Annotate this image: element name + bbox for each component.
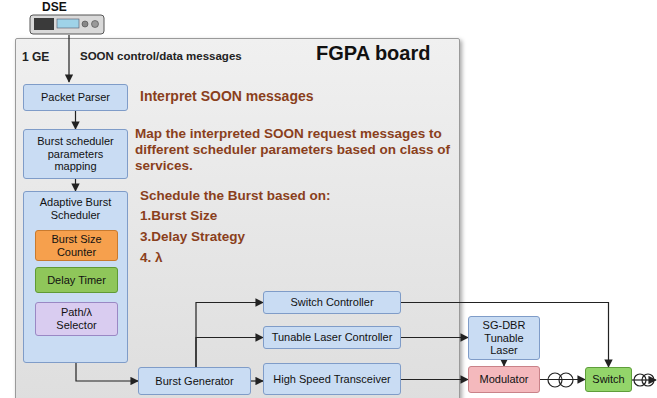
fiber-coil bbox=[634, 374, 654, 386]
device-label: DSE bbox=[42, 0, 67, 14]
signal-connector bbox=[75, 111, 76, 129]
transceiver-box: High Speed Transceiver bbox=[263, 363, 401, 395]
ethernet-link bbox=[68, 35, 69, 82]
timer-box: Delay Timer bbox=[35, 267, 118, 293]
box-label: High Speed Transceiver bbox=[273, 373, 390, 386]
process-box: Packet Parser bbox=[23, 84, 128, 111]
output-fiber bbox=[632, 379, 656, 380]
description-note: Interpret SOON messages bbox=[140, 88, 314, 105]
generator-box: Burst Generator bbox=[138, 367, 251, 395]
box-label: Packet Parser bbox=[41, 91, 110, 104]
signal-connector bbox=[401, 337, 468, 338]
signal-connector bbox=[401, 379, 468, 380]
box-label: Burst scheduler parameters mapping bbox=[28, 135, 123, 173]
signal-connector bbox=[251, 380, 263, 381]
box-label: Adaptive Burst Scheduler bbox=[28, 196, 123, 221]
controller-box: Tunable Laser Controller bbox=[263, 326, 401, 349]
signal-connector bbox=[196, 303, 263, 368]
box-label: Delay Timer bbox=[47, 274, 106, 287]
box-label: Modulator bbox=[480, 373, 529, 386]
list-item: 3.Delay Strategy bbox=[140, 229, 245, 245]
process-box: Burst scheduler parameters mapping bbox=[23, 129, 128, 179]
signal-connector bbox=[196, 338, 263, 368]
list-item: 1.Burst Size bbox=[140, 208, 217, 224]
counter-box: Burst Size Counter bbox=[35, 230, 118, 261]
signal-connector bbox=[401, 303, 609, 368]
scheduler-box: Adaptive Burst SchedulerBurst Size Count… bbox=[23, 191, 128, 363]
box-label: Burst Generator bbox=[155, 375, 233, 388]
box-label: SG-DBR Tunable Laser bbox=[473, 319, 535, 357]
laser-box: SG-DBR Tunable Laser bbox=[468, 316, 540, 360]
signal-connector bbox=[503, 360, 504, 366]
box-label: Path/λ Selector bbox=[40, 306, 113, 331]
switch-box: Switch bbox=[585, 367, 632, 392]
link-label: 1 GE bbox=[22, 50, 49, 64]
controller-box: Switch Controller bbox=[263, 291, 401, 314]
modulator-box: Modulator bbox=[468, 366, 540, 393]
box-label: Switch bbox=[592, 373, 624, 386]
description-note: Map the interpreted SOON request message… bbox=[135, 126, 455, 175]
fiber-coil bbox=[548, 373, 573, 387]
box-label: Switch Controller bbox=[290, 296, 373, 309]
description-note: Schedule the Burst based on: bbox=[140, 188, 331, 204]
box-label: Tunable Laser Controller bbox=[272, 331, 393, 344]
signal-connector bbox=[76, 363, 138, 381]
signal-connector bbox=[75, 179, 76, 191]
dse-device-icon bbox=[30, 15, 104, 34]
list-item: 4. λ bbox=[140, 250, 163, 266]
selector-box: Path/λ Selector bbox=[35, 302, 118, 336]
message-label: SOON control/data messages bbox=[80, 50, 242, 64]
panel-title: FGPA board bbox=[316, 42, 430, 65]
box-label: Burst Size Counter bbox=[40, 233, 113, 258]
